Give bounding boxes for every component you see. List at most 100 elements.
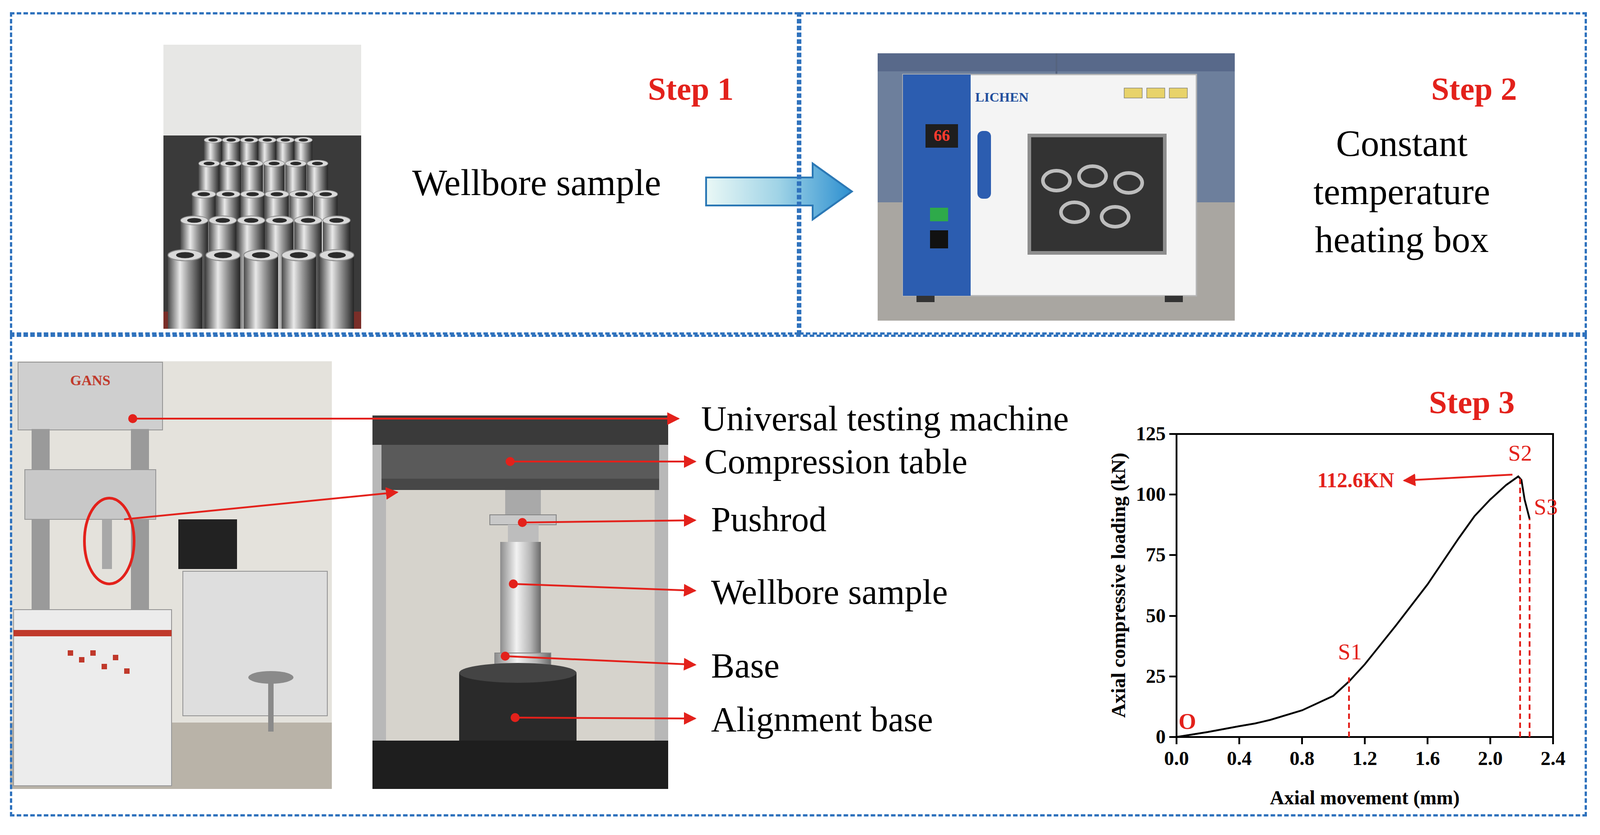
leader-lines — [515, 717, 696, 719]
display-digits: 66 — [933, 126, 950, 145]
oven-photo — [1029, 135, 1165, 253]
machine-photo — [124, 668, 130, 674]
brand-text: LICHEN — [975, 89, 1029, 106]
panel-caption: Wellbore sample — [412, 161, 661, 205]
fixture-photo — [372, 415, 669, 789]
tick-label: 1.2 — [1352, 747, 1378, 771]
point-label: O — [1178, 708, 1197, 735]
machine-photo — [84, 497, 135, 584]
machine-photo — [268, 677, 274, 732]
tick-label: 2.0 — [1478, 747, 1503, 771]
machine-photo — [18, 362, 163, 430]
load-chart — [1169, 735, 1177, 738]
fixture-photo — [381, 444, 660, 490]
load-chart — [1489, 736, 1492, 745]
load-chart — [1348, 676, 1350, 737]
sample-photo — [205, 249, 241, 329]
load-chart — [1301, 736, 1303, 745]
load-chart — [1169, 493, 1177, 496]
tick-label: 100 — [1135, 483, 1166, 507]
machine-photo — [178, 519, 238, 569]
machine-photo — [101, 663, 107, 670]
load-chart — [1528, 518, 1531, 737]
axis-title: Axial compressive loading (kN) — [1107, 452, 1131, 718]
oven-photo — [902, 74, 1197, 296]
tick-label: 0.4 — [1227, 747, 1252, 771]
tick-label: 1.6 — [1415, 747, 1441, 771]
load-chart — [1519, 476, 1521, 737]
load-chart — [1238, 736, 1241, 745]
tick-label: 2.4 — [1540, 747, 1566, 771]
sample-photo — [167, 249, 203, 329]
fixture-photo — [654, 444, 669, 788]
part-label: Universal testing machine — [701, 398, 1069, 439]
leader-lines — [505, 655, 696, 665]
oven-photo — [1079, 166, 1107, 187]
tick-label: 125 — [1135, 422, 1166, 446]
oven-photo — [930, 207, 949, 222]
fixture-photo — [372, 415, 669, 789]
leader-lines — [124, 492, 398, 520]
oven-photo — [977, 130, 991, 199]
oven-photo — [1164, 295, 1183, 303]
load-chart — [1176, 476, 1530, 737]
fixture-photo — [459, 662, 577, 683]
tick-label: 0.8 — [1289, 747, 1315, 771]
point-label: S1 — [1338, 638, 1363, 666]
load-chart — [1169, 675, 1177, 678]
load-chart — [1426, 736, 1429, 745]
fixture-photo — [372, 740, 669, 789]
tick-label: 50 — [1145, 604, 1166, 628]
load-chart — [1363, 736, 1366, 745]
load-chart — [1169, 433, 1554, 745]
oven-photo — [1042, 170, 1070, 191]
fixture-photo — [459, 672, 577, 741]
block-arrow — [706, 163, 852, 220]
part-label: Base — [711, 645, 780, 686]
leader-lines — [522, 520, 696, 523]
fixture-photo — [372, 444, 387, 788]
leader-lines — [513, 583, 696, 591]
machine-photo — [130, 428, 149, 619]
part-label: Wellbore sample — [711, 571, 948, 613]
load-chart — [1348, 476, 1530, 737]
part-label: Compression table — [704, 441, 968, 482]
machine-photo — [182, 571, 328, 716]
step-panel: Step 1 Wellbore sample — [9, 12, 800, 335]
fixture-photo — [507, 524, 539, 543]
oven-photo — [902, 74, 971, 296]
oven-photo — [1060, 202, 1089, 223]
oven-photo — [1169, 88, 1188, 98]
tick-label: 25 — [1145, 665, 1166, 689]
sample-photo — [281, 249, 317, 329]
machine-photo — [102, 519, 112, 569]
machine-photo — [79, 656, 85, 663]
oven-photo — [1101, 206, 1129, 227]
fixture-photo — [381, 478, 660, 490]
machine-photo — [9, 361, 332, 789]
load-chart — [1552, 736, 1554, 745]
tick-label: 75 — [1145, 543, 1166, 567]
load-chart — [1175, 736, 1178, 745]
oven-photo — [1124, 88, 1143, 98]
machine-photo — [9, 361, 332, 789]
step-panel: Step 2Constant temperature heating box — [799, 12, 1587, 335]
machine-photo — [112, 654, 119, 661]
sample-photo — [319, 249, 354, 329]
machine-photo — [13, 609, 172, 786]
step-heading: Step 1 — [647, 70, 734, 108]
oven-photo — [930, 230, 949, 249]
load-chart — [1169, 433, 1554, 745]
oven-photo — [1115, 172, 1143, 193]
axis-title: Axial movement (mm) — [1269, 786, 1460, 810]
oven-photo — [877, 53, 1235, 321]
sample-photo — [163, 44, 362, 329]
load-chart — [1404, 474, 1513, 481]
tick-label: 0.0 — [1164, 747, 1190, 771]
oven-photo — [925, 124, 959, 148]
fixture-photo — [505, 489, 541, 517]
part-label: Pushrod — [711, 498, 827, 540]
fixture-photo — [372, 415, 669, 445]
